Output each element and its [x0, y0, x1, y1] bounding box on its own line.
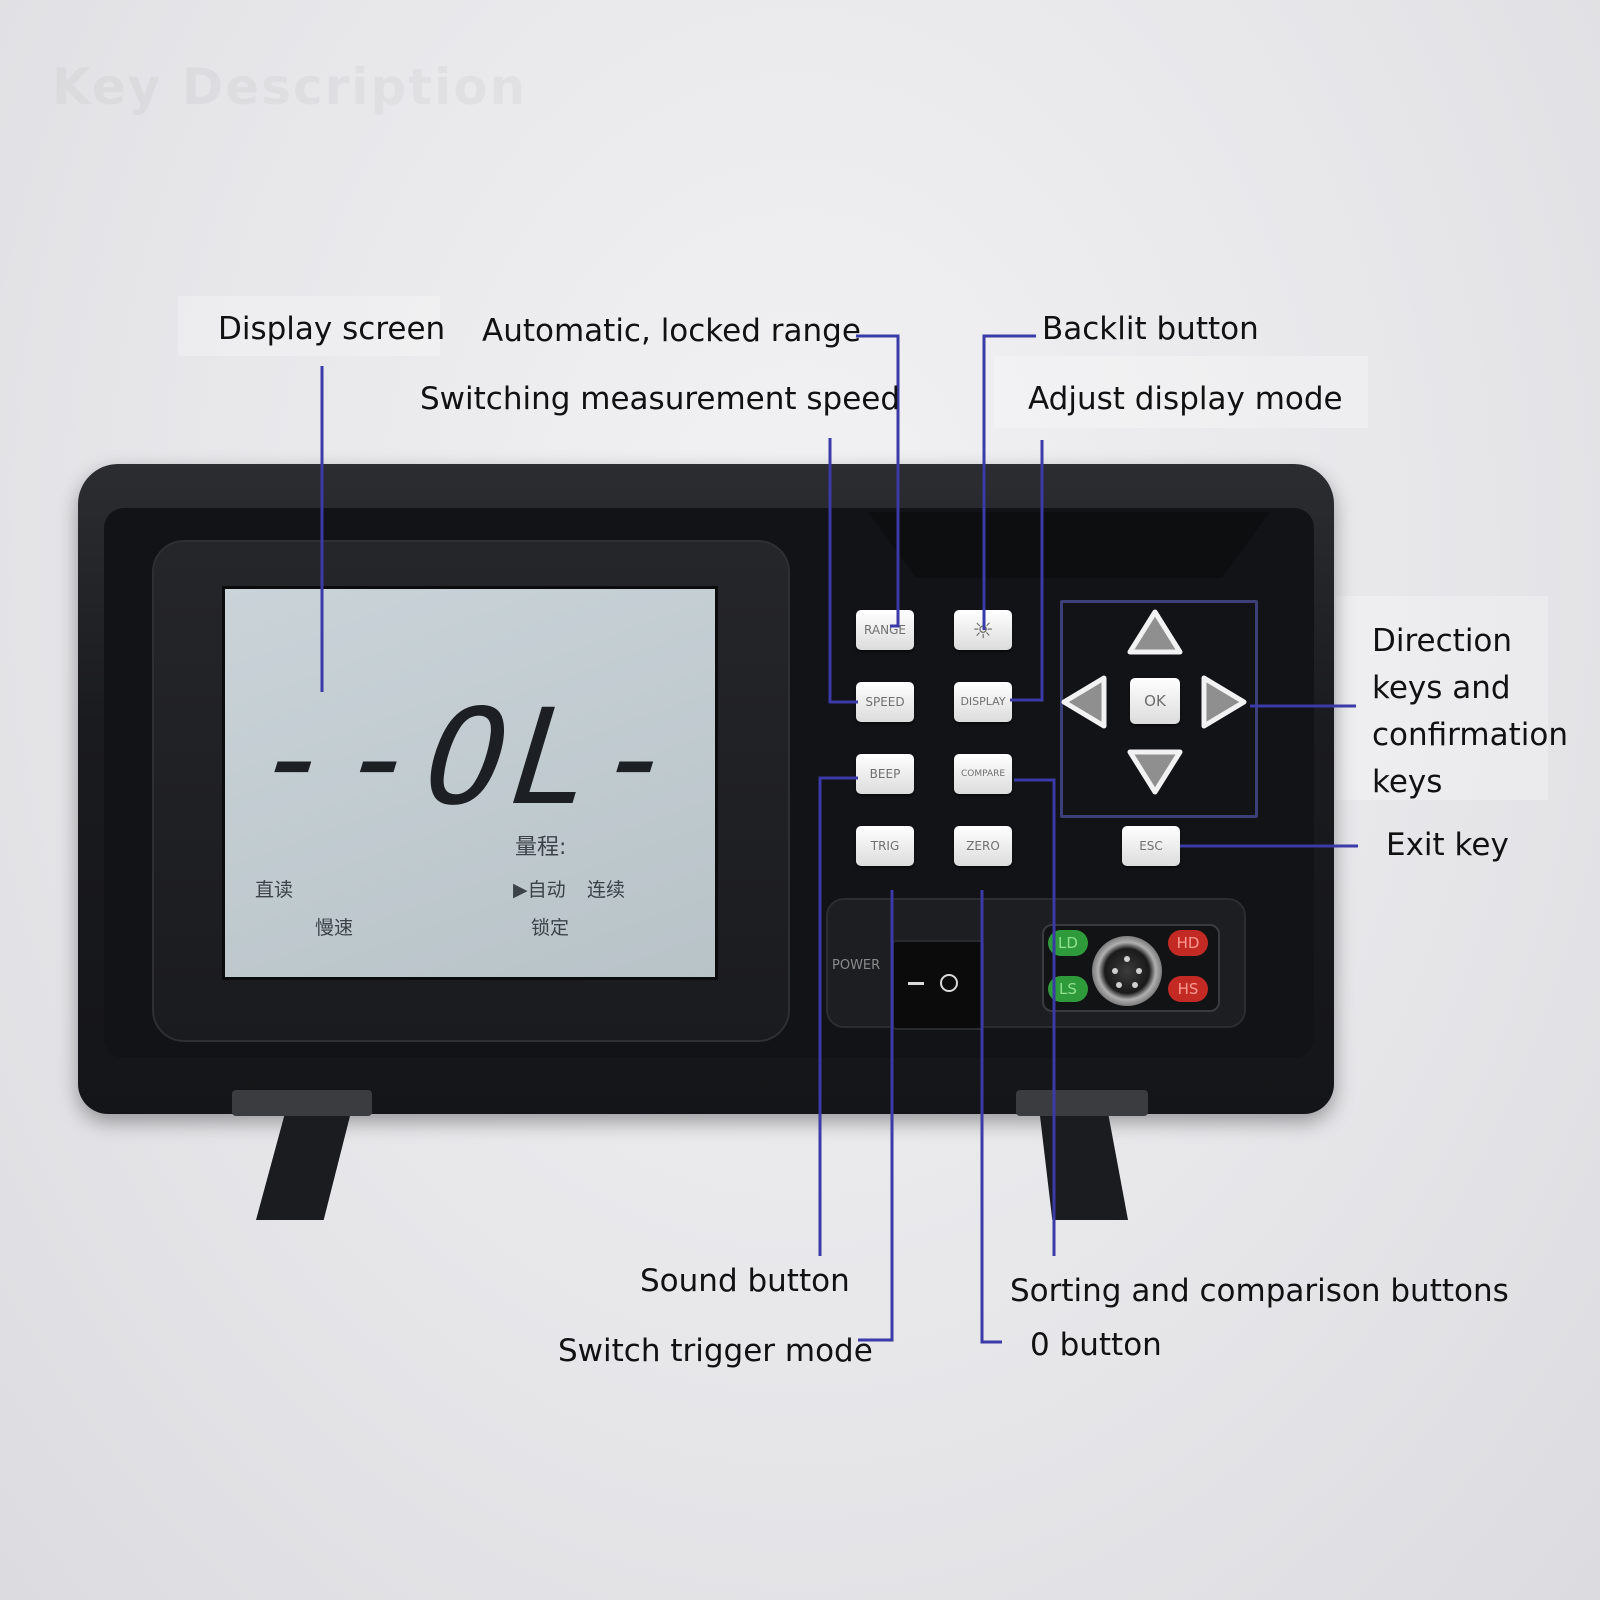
label-direction-keys: Direction keys and confirmation keys [1372, 623, 1568, 800]
beep-button[interactable]: BEEP [856, 754, 914, 794]
label-backlit-button: Backlit button [1042, 311, 1259, 347]
display-button[interactable]: DISPLAY [954, 682, 1012, 722]
compare-button[interactable]: COMPARE [954, 754, 1012, 794]
label-backdrop [1336, 596, 1548, 800]
arrow-down-icon[interactable] [1126, 746, 1184, 796]
led-hd: HD [1168, 930, 1208, 956]
zero-button[interactable]: ZERO [954, 826, 1012, 866]
lcd-range-label: 量程: [515, 835, 567, 860]
sun-icon: ☼ [972, 616, 994, 644]
label-sound-button: Sound button [640, 1263, 850, 1299]
label-display-screen: Display screen [218, 311, 446, 347]
direction-keys-frame [1060, 600, 1258, 818]
backlight-button[interactable]: ☼ [954, 610, 1012, 650]
arrow-right-icon[interactable] [1198, 674, 1248, 730]
label-zero-button: 0 button [1030, 1327, 1162, 1363]
label-backdrop [994, 356, 1368, 428]
lcd-locked: 锁定 [531, 917, 570, 939]
power-label: POWER [832, 958, 881, 973]
esc-button[interactable]: ESC [1122, 826, 1180, 866]
led-hs: HS [1168, 976, 1208, 1002]
trig-button[interactable]: TRIG [856, 826, 914, 866]
lcd-direct-read: 直读 [255, 879, 294, 901]
lcd-slow-speed: 慢速 [315, 917, 354, 939]
label-exit-key: Exit key [1386, 827, 1509, 863]
left-foot [256, 1116, 350, 1220]
right-foot [1040, 1116, 1128, 1220]
left-foot-mount [232, 1090, 372, 1116]
range-button[interactable]: RANGE [856, 610, 914, 650]
speaker-grille [868, 512, 1270, 578]
ok-button[interactable]: OK [1130, 678, 1180, 724]
speed-button[interactable]: SPEED [856, 682, 914, 722]
test-connector[interactable] [1092, 936, 1162, 1006]
lcd-continuous: 连续 [587, 879, 626, 901]
right-foot-mount [1016, 1090, 1148, 1116]
label-adjust-display: Adjust display mode [1028, 381, 1343, 417]
power-switch[interactable] [892, 940, 984, 1030]
arrow-up-icon[interactable] [1126, 608, 1184, 658]
lcd-reading: --OL- [248, 681, 692, 835]
label-switch-trigger: Switch trigger mode [558, 1333, 873, 1369]
led-ls: LS [1048, 976, 1088, 1002]
label-backdrop [178, 296, 440, 356]
label-switching-speed: Switching measurement speed [420, 381, 901, 417]
watermark: Key Description [52, 58, 527, 116]
arrow-left-icon[interactable] [1060, 674, 1110, 730]
display-screen: --OL- 量程: 直读 ▶自动 连续 慢速 锁定 [222, 586, 718, 980]
label-sorting-comparison: Sorting and comparison buttons [1010, 1273, 1509, 1309]
label-automatic-range: Automatic, locked range [482, 313, 861, 349]
lcd-auto: ▶自动 [513, 879, 566, 901]
led-ld: LD [1048, 930, 1088, 956]
